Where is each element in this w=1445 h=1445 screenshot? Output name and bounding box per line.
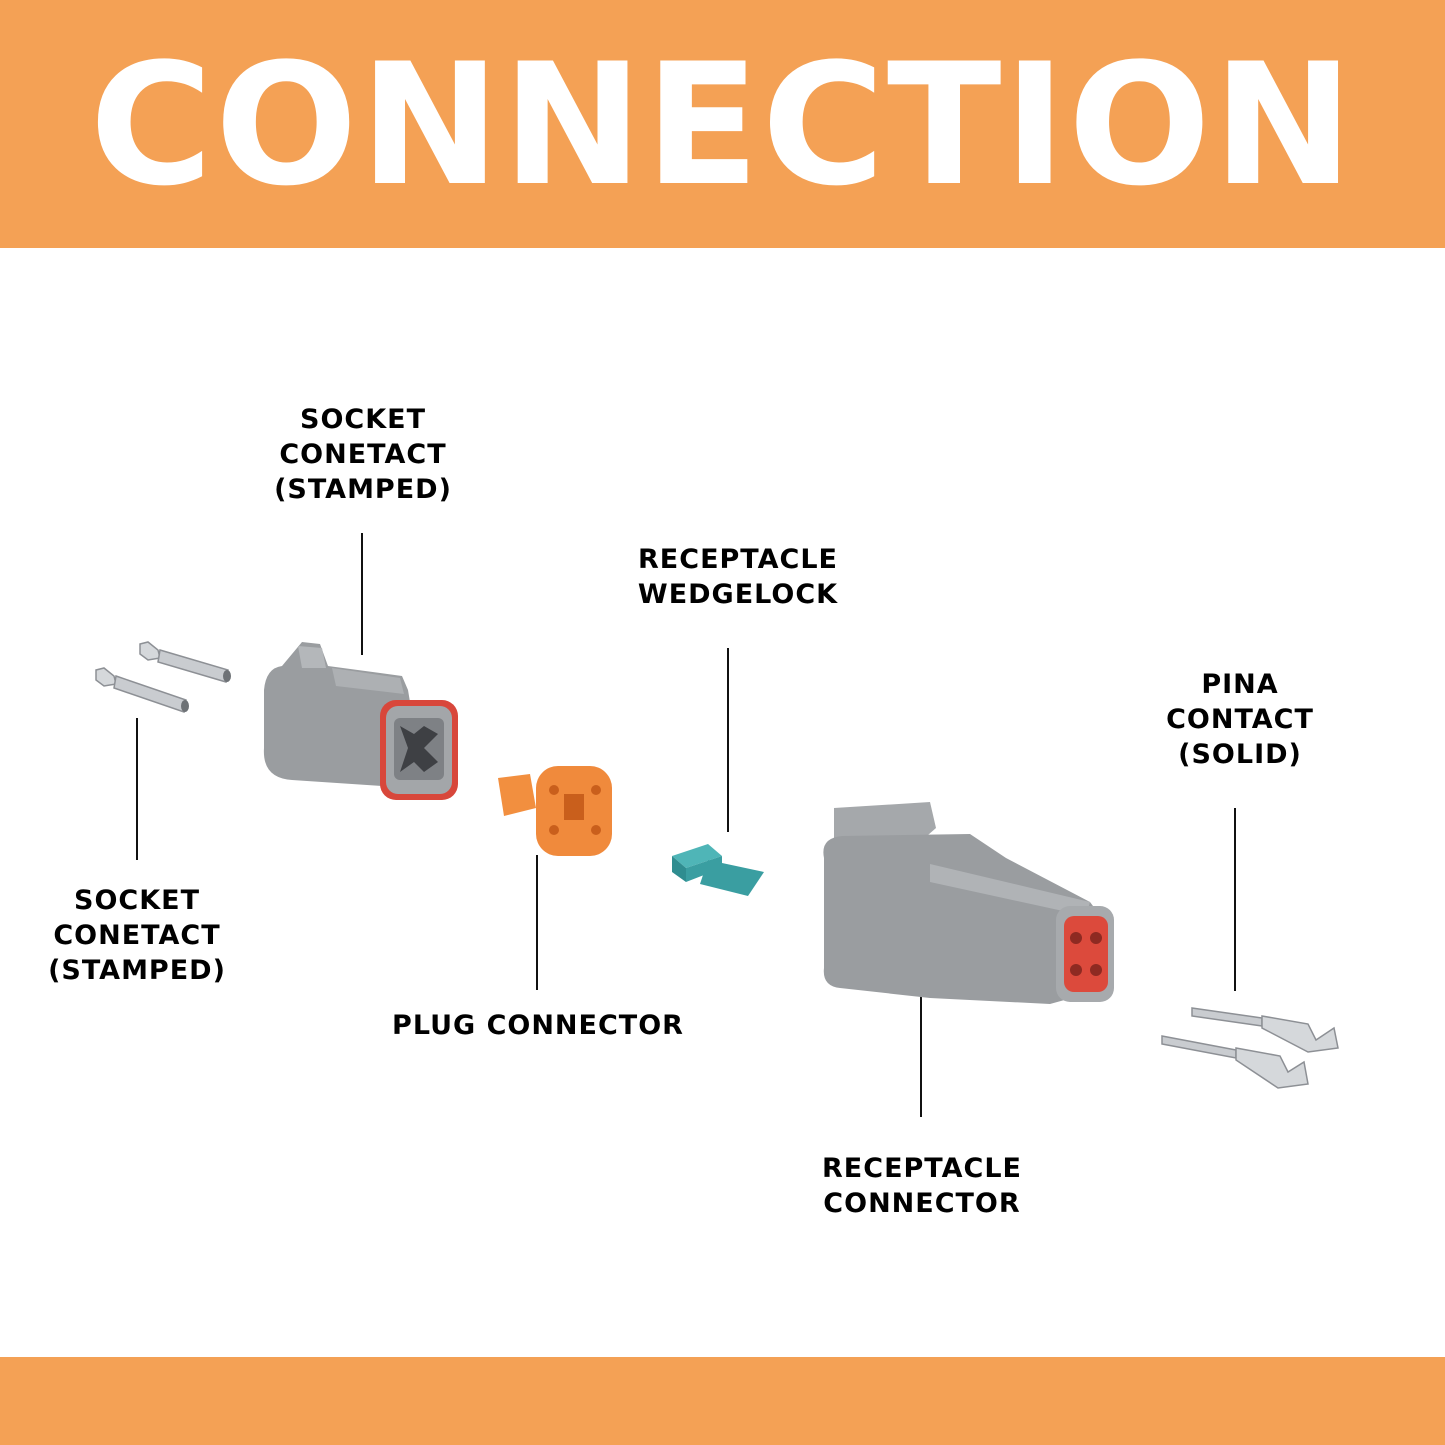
label-line: PINA <box>1201 669 1279 700</box>
label-line: (SOLID) <box>1178 739 1302 770</box>
page-title: CONNECTION <box>89 27 1356 223</box>
plug-housing-illustration <box>263 642 458 800</box>
leader-line-receptacle-connector <box>920 993 922 1117</box>
label-line: (STAMPED) <box>274 474 452 505</box>
plug-wedge-illustration <box>498 766 612 856</box>
leader-line-socket-contact-top <box>361 533 363 655</box>
label-line: SOCKET <box>300 404 426 435</box>
wedgelock-illustration <box>672 844 764 896</box>
label-line: CONETACT <box>279 439 447 470</box>
label-line: PLUG CONNECTOR <box>392 1010 684 1041</box>
header-banner <box>0 0 1445 248</box>
pin-contact <box>1191 1007 1339 1053</box>
label-socket-contact-top: SOCKET CONETACT (STAMPED) <box>263 402 463 507</box>
leader-line-socket-contact-bottom <box>136 718 138 860</box>
leader-line-plug-connector <box>536 855 538 990</box>
label-line: RECEPTACLE <box>638 544 838 575</box>
socket-contacts-illustration <box>95 641 231 713</box>
label-line: (STAMPED) <box>48 955 226 986</box>
label-line: SOCKET <box>74 885 200 916</box>
pin-contact <box>1161 1035 1309 1089</box>
leader-line-pin-contact <box>1234 808 1236 991</box>
label-socket-contact-bottom: SOCKET CONETACT (STAMPED) <box>37 883 237 988</box>
socket-contact <box>139 641 231 683</box>
label-pin-contact: PINA CONTACT (SOLID) <box>1140 667 1340 772</box>
label-receptacle-wedgelock: RECEPTACLE WEDGELOCK <box>618 542 858 612</box>
pin-contacts-illustration <box>1161 1007 1339 1089</box>
label-line: CONTACT <box>1166 704 1314 735</box>
label-receptacle-connector: RECEPTACLE CONNECTOR <box>802 1151 1042 1221</box>
label-line: CONETACT <box>53 920 221 951</box>
footer-banner <box>0 1357 1445 1445</box>
label-plug-connector: PLUG CONNECTOR <box>376 1008 700 1043</box>
socket-contact <box>95 667 189 713</box>
label-line: WEDGELOCK <box>637 579 839 610</box>
receptacle-housing-illustration <box>823 802 1114 1004</box>
leader-line-receptacle-wedgelock <box>727 648 729 832</box>
label-line: CONNECTOR <box>823 1188 1021 1219</box>
label-line: RECEPTACLE <box>822 1153 1022 1184</box>
